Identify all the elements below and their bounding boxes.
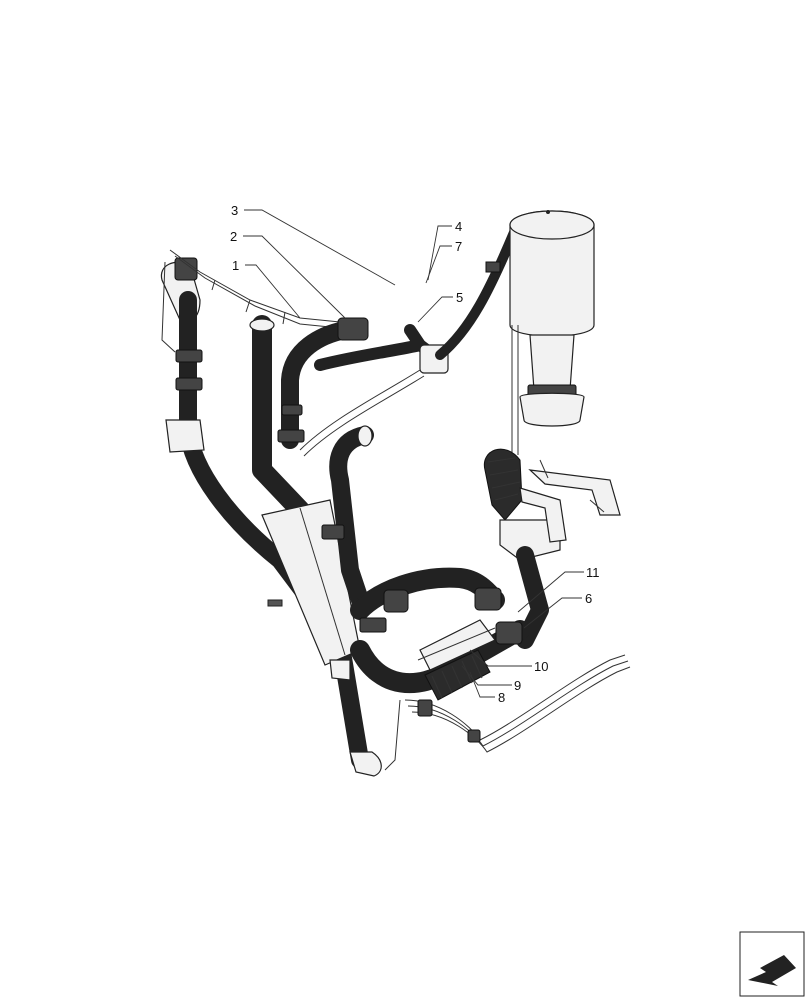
upper-hose (299, 225, 520, 457)
middle-s-pipe (321, 425, 374, 609)
support-bracket (519, 459, 621, 543)
callout-9: 9 (514, 678, 521, 693)
navigation-arrow-button[interactable] (739, 931, 805, 997)
lower-harness (384, 654, 631, 771)
callout-5: 5 (456, 290, 463, 305)
callout-1: 1 (232, 258, 239, 273)
callout-leaders (243, 209, 584, 698)
arrow-icon (748, 955, 796, 986)
callout-3: 3 (231, 203, 238, 218)
callout-6: 6 (585, 591, 592, 606)
callout-2: 2 (230, 229, 237, 244)
callout-labels: 1 2 3 4 5 6 7 8 9 10 11 (230, 203, 600, 705)
callout-7: 7 (455, 239, 462, 254)
callout-8: 8 (498, 690, 505, 705)
callout-4: 4 (455, 219, 462, 234)
callout-11: 11 (586, 565, 600, 580)
callout-10: 10 (534, 659, 548, 674)
center-exhaust-pipes (249, 315, 369, 520)
left-intake-pipe (160, 257, 382, 777)
muffler (261, 499, 361, 681)
bellows-hose (417, 619, 496, 701)
air-cleaner (509, 210, 595, 455)
mounting-rail (169, 249, 341, 329)
